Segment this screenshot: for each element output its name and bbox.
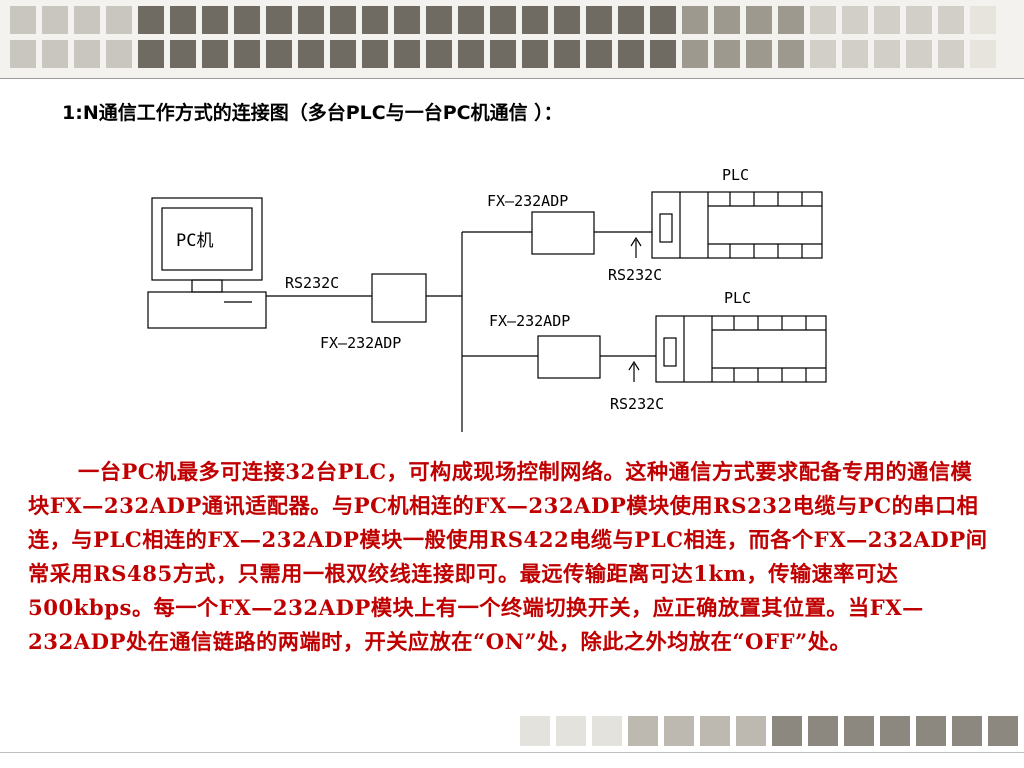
rs232c-top-label: RS232C <box>608 266 662 284</box>
header-divider <box>0 78 1024 79</box>
rs232c-pc-label: RS232C <box>285 274 339 292</box>
slide-title: 1:N通信工作方式的连接图（多台PLC与一台PC机通信 ）： <box>62 102 563 124</box>
rs232c-bottom-label: RS232C <box>610 395 664 413</box>
connection-diagram: PC机 RS232C FX—232ADP FX—232ADP PLC RS232… <box>147 166 827 432</box>
adp-main-label: FX—232ADP <box>320 334 401 352</box>
description-paragraph: 一台PC机最多可连接32台PLC，可构成现场控制网络。这种通信方式要求配备专用的… <box>28 455 988 659</box>
pc-label: PC机 <box>176 231 213 251</box>
plc-bottom-label: PLC <box>724 289 751 307</box>
footer-divider <box>0 752 1024 753</box>
adp-top-module <box>531 211 595 255</box>
header-banner <box>0 0 1024 78</box>
adp-main-module <box>371 273 427 323</box>
pc-computer-icon: PC机 <box>147 197 267 329</box>
banner-tile-pattern <box>10 6 996 68</box>
description-text: 一台PC机最多可连接32台PLC，可构成现场控制网络。这种通信方式要求配备专用的… <box>28 459 988 654</box>
adp-bottom-module <box>537 335 601 379</box>
adp-bottom-label: FX—232ADP <box>489 312 570 330</box>
plc-bottom-module <box>655 315 827 383</box>
adp-top-label: FX—232ADP <box>487 192 568 210</box>
plc-top-label: PLC <box>722 166 749 184</box>
plc-top-module <box>651 191 823 259</box>
footer-tile-pattern <box>520 716 1018 746</box>
